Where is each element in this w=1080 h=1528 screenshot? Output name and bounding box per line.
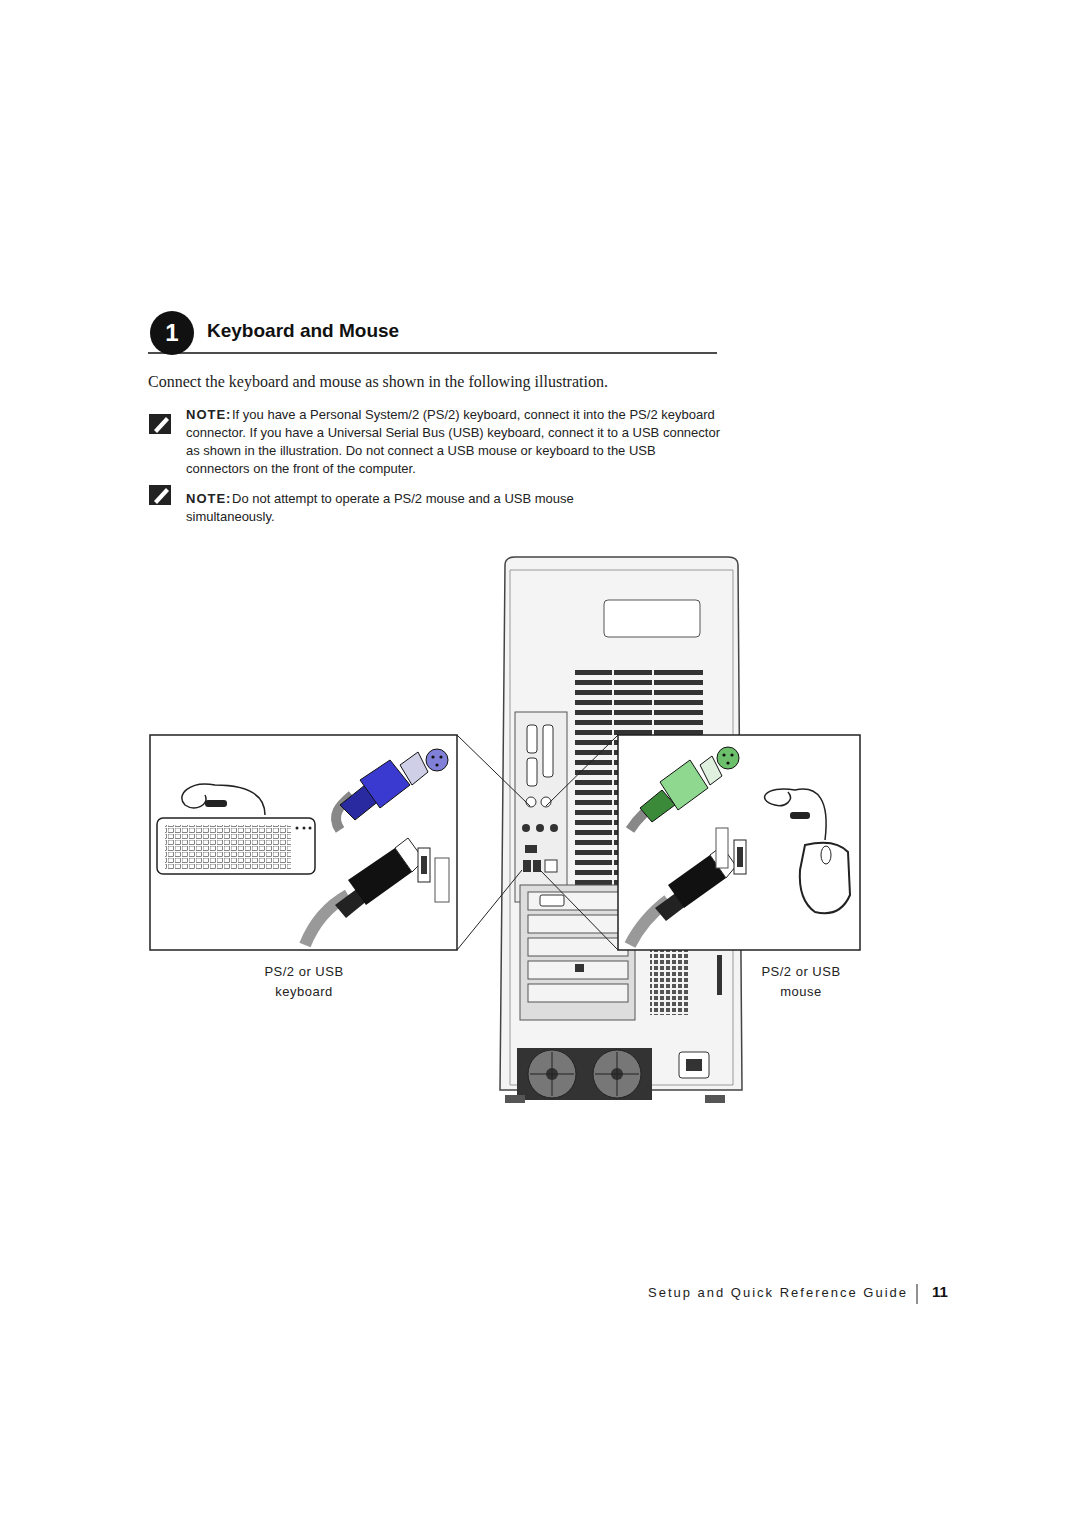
intro-text: Connect the keyboard and mouse as shown …: [148, 373, 748, 391]
mouse-callout: [618, 735, 860, 950]
note-text: Do not attempt to operate a PS/2 mouse a…: [186, 490, 666, 526]
footer-text: Setup and Quick Reference Guide: [648, 1285, 908, 1300]
page-number: 11: [932, 1283, 948, 1300]
note-icon: [149, 414, 171, 434]
section-title: Keyboard and Mouse: [207, 320, 399, 342]
note-label: NOTE:: [186, 490, 231, 508]
note-text: If you have a Personal System/2 (PS/2) k…: [186, 406, 722, 478]
part-label: PS/2 or USB mouse: [741, 962, 861, 1002]
rule: [148, 352, 717, 354]
keyboard-callout: [150, 735, 457, 950]
part-label: PS/2 or USB keyboard: [244, 962, 364, 1002]
note-icon: [149, 485, 171, 505]
step-number: 1: [160, 320, 184, 346]
note-label: NOTE:: [186, 406, 231, 424]
leader-line: [457, 735, 618, 950]
step-circle: [150, 311, 194, 355]
footer-separator: [917, 1284, 918, 1304]
